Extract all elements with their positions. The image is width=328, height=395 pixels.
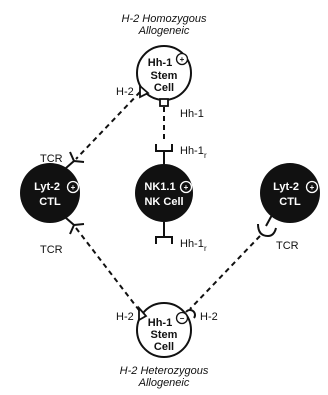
top-stem-h2-label: H-2 <box>116 86 134 98</box>
top-stem-to-left-ctl-dash <box>75 91 141 160</box>
nk-top-receptor-icon <box>155 144 173 164</box>
bottom-stem-h2-right-label: H-2 <box>200 311 218 323</box>
top-hh1-marker-icon <box>159 98 169 107</box>
left-ctl-sign-icon: + <box>66 180 80 194</box>
bottom-h2-left-marker-icon <box>138 305 148 322</box>
top-stem-cell-line3: Cell <box>154 82 174 94</box>
svg-text:−: − <box>180 314 185 323</box>
nk-receptor-bottom-subscript: r <box>204 244 207 253</box>
nk-bottom-receptor-icon <box>155 222 173 244</box>
right-ctl-tcr-label: TCR <box>276 240 299 252</box>
bottom-stem-cell-sign-icon: − <box>175 311 189 325</box>
bottom-stem-h2-left-label: H-2 <box>116 311 134 323</box>
svg-text:+: + <box>180 55 185 64</box>
nk-receptor-top-subscript: r <box>204 151 207 160</box>
bottom-h2-right-marker-icon <box>185 309 196 319</box>
svg-text:+: + <box>71 183 76 192</box>
right-ctl-to-bottom-stem-dash <box>189 235 261 310</box>
bottom-stem-cell-line1: Hh-1 <box>148 317 172 329</box>
left-ctl-tcr-top-label: TCR <box>40 153 63 165</box>
top-h2-marker-icon <box>139 84 150 99</box>
svg-text:+: + <box>184 183 189 192</box>
left-ctl-to-bottom-stem-dash <box>75 227 143 315</box>
left-ctl-line1: Lyt-2 <box>34 181 60 193</box>
nk-cell-sign-icon: + <box>179 180 193 194</box>
bottom-stem-cell-line3: Cell <box>154 341 174 353</box>
top-stem-cell-line1: Hh-1 <box>148 57 172 69</box>
bottom-stem-cell: Hh-1 Stem Cell − H-2 H-2 <box>116 302 218 358</box>
nk-cell-line2: NK Cell <box>144 196 183 208</box>
right-ctl-sign-icon: + <box>305 180 319 194</box>
bottom-stem-cell-line2: Stem <box>151 329 178 341</box>
nk-receptor-bottom-label: Hh-1 <box>180 238 204 250</box>
svg-text:+: + <box>310 183 315 192</box>
right-ctl-line2: CTL <box>279 196 301 208</box>
top-caption-line1: H-2 Homozygous <box>122 13 207 25</box>
right-ctl-line1: Lyt-2 <box>273 181 299 193</box>
bottom-caption-line1: H-2 Heterozygous <box>120 365 209 377</box>
left-ctl-tcr-top-icon <box>65 151 85 169</box>
nk-cell: Hh-1 r NK1.1 NK Cell + Hh-1 r <box>135 144 207 253</box>
top-stem-cell-sign-icon: + <box>175 52 189 66</box>
left-ctl-tcr-bottom-icon <box>65 217 85 235</box>
bottom-caption-line2: Allogeneic <box>138 377 190 389</box>
nk-cell-line1: NK1.1 <box>144 181 175 193</box>
left-ctl-tcr-bottom-label: TCR <box>40 244 63 256</box>
top-stem-cell-line2: Stem <box>151 70 178 82</box>
top-stem-hh1-label: Hh-1 <box>180 108 204 120</box>
top-stem-cell: Hh-1 Stem Cell + H-2 Hh-1 <box>116 45 204 120</box>
right-ctl-cell: Lyt-2 CTL + TCR <box>257 163 320 252</box>
nk-receptor-top-label: Hh-1 <box>180 145 204 157</box>
right-ctl-tcr-icon <box>257 214 277 238</box>
left-ctl-line2: CTL <box>39 196 61 208</box>
top-caption-line2: Allogeneic <box>138 25 190 37</box>
left-ctl-cell: Lyt-2 CTL + TCR TCR <box>20 151 85 256</box>
